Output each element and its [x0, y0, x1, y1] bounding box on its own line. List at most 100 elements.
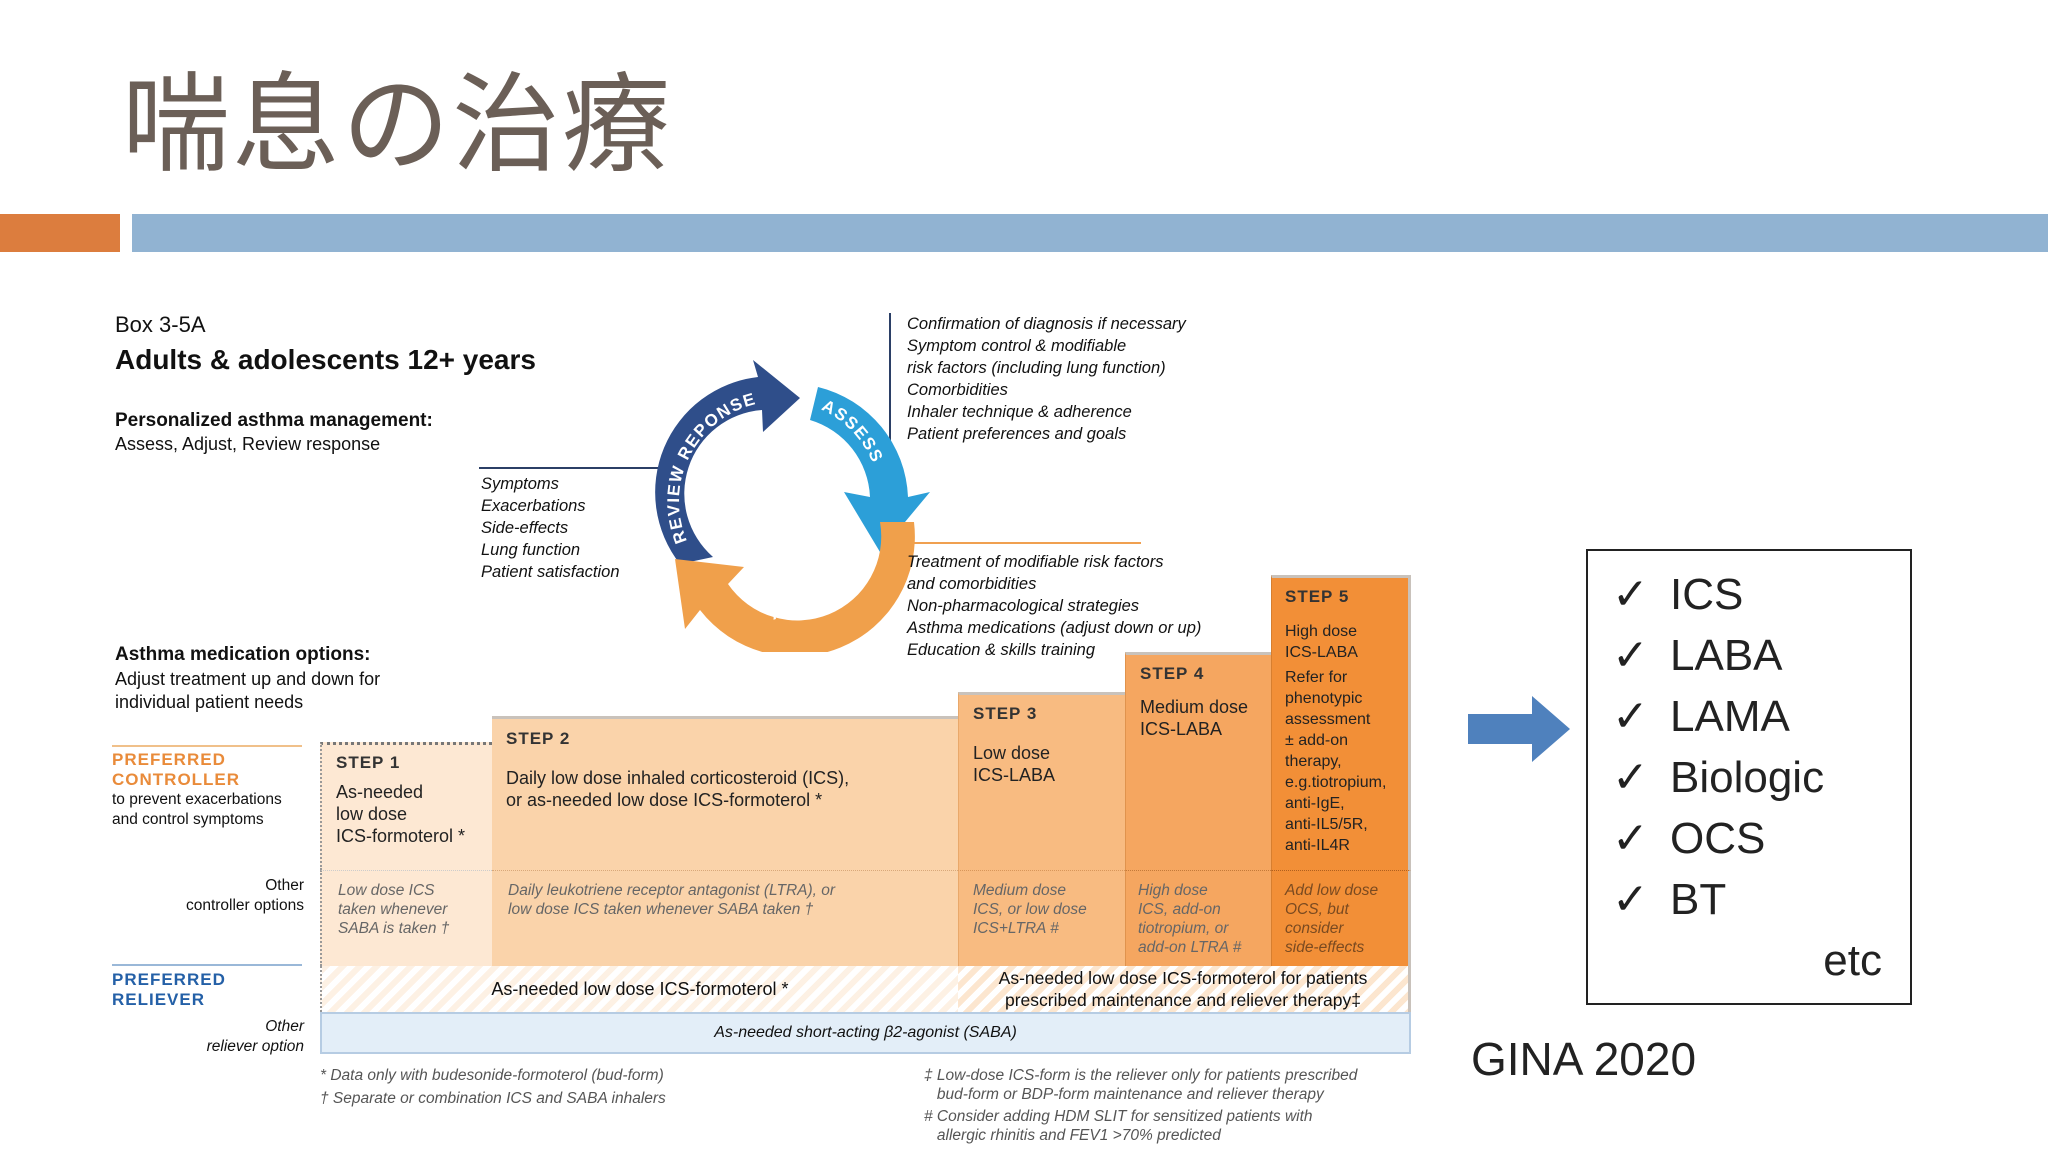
review-item: Lung function — [481, 541, 581, 559]
footnote: # Consider adding HDM SLIT for sensitize… — [924, 1108, 1313, 1125]
step-2-other-text: Daily leukotriene receptor antagonist (L… — [508, 881, 942, 919]
adjust-item: Education & skills training — [907, 641, 1096, 659]
pref-controller-sub1: to prevent exacerbations — [112, 791, 282, 808]
divider — [112, 964, 302, 966]
checklist-item-label: ICS — [1670, 570, 1744, 619]
step-5-main-line: e.g.tiotropium, — [1285, 774, 1387, 791]
step-1-other-line: SABA is taken † — [338, 920, 450, 937]
step-4-other: High dose ICS, add-on tiotropium, or add… — [1125, 870, 1271, 966]
other-reliever-text: As-needed short-acting β2-agonist (SABA) — [714, 1024, 1017, 1041]
checklist-item: ✓ICS — [1612, 569, 1743, 620]
other-rel-line2: reliever option — [206, 1038, 304, 1055]
preferred-reliever-label: PREFERRED RELIEVER — [112, 970, 226, 1010]
step-5-other-line: OCS, but — [1285, 901, 1349, 918]
divider — [112, 745, 302, 747]
step-2-main: Daily low dose inhaled corticosteroid (I… — [506, 767, 944, 811]
checklist-item-label: Biologic — [1670, 753, 1825, 802]
review-arrow — [655, 360, 800, 564]
step-1-main-line: ICS-formoterol * — [336, 826, 466, 846]
checkmark-icon: ✓ — [1612, 692, 1649, 741]
review-item: Side-effects — [481, 519, 569, 537]
footnote: * Data only with budesonide-formoterol (… — [320, 1067, 664, 1084]
box-label: Box 3-5A — [115, 312, 206, 337]
step-5-main-line: High dose — [1285, 623, 1358, 640]
step-5-label: STEP 5 — [1285, 587, 1350, 606]
checklist-item-label: BT — [1670, 875, 1727, 924]
step-5-main-line: Refer for — [1285, 669, 1348, 686]
step-4-label: STEP 4 — [1140, 664, 1205, 683]
footnote: bud-form or BDP-form maintenance and rel… — [924, 1086, 1324, 1103]
other-rel-line1: Other — [265, 1018, 304, 1035]
step-3-main-line: Low dose — [973, 743, 1051, 763]
step-3-main-line: ICS-LABA — [973, 765, 1056, 785]
footnote: allergic rhinitis and FEV1 >70% predicte… — [924, 1127, 1221, 1144]
reliever-steps-3-5-line: prescribed maintenance and reliever ther… — [1004, 990, 1362, 1010]
step-3-main: Low dose ICS-LABA — [973, 742, 1111, 786]
step-3-other-line: Medium dose — [973, 882, 1067, 899]
management-cycle-diagram: REVIEW REPONSE ASSESS ADJUST — [655, 360, 930, 652]
step-1-other-text: Low dose ICS taken whenever SABA is take… — [338, 881, 476, 938]
review-item: Exacerbations — [481, 497, 586, 515]
step-1-main-line: As-needed — [336, 782, 424, 802]
step-1-main-line: low dose — [336, 804, 408, 824]
step-5-main-line: anti-IgE, — [1285, 795, 1345, 812]
step-4-main-line: Medium dose — [1140, 697, 1249, 717]
checkmark-icon: ✓ — [1612, 753, 1649, 802]
other-reliever-label: Other reliever option — [112, 1017, 304, 1057]
pref-controller-line2: CONTROLLER — [112, 770, 241, 789]
pref-reliever-line2: RELIEVER — [112, 990, 206, 1009]
review-item: Symptoms — [481, 475, 559, 493]
pref-controller-sub2: and control symptoms — [112, 811, 264, 828]
step-1-other: Low dose ICS taken whenever SABA is take… — [320, 870, 492, 966]
step-5-main-line: therapy, — [1285, 753, 1342, 770]
assess-item: Patient preferences and goals — [907, 425, 1127, 443]
checklist-item-label: OCS — [1670, 814, 1766, 863]
step-1-label: STEP 1 — [336, 753, 401, 772]
adjust-arrow — [675, 522, 915, 652]
pref-reliever-line1: PREFERRED — [112, 970, 226, 989]
step-1-other-line: taken whenever — [338, 901, 448, 918]
step-5-other-line: consider — [1285, 920, 1344, 937]
review-list: Symptoms Exacerbations Side-effects Lung… — [481, 473, 620, 583]
step-5-other-line: side-effects — [1285, 939, 1365, 956]
step-5-main-line: ICS-LABA — [1285, 644, 1358, 661]
step-2-main-line: Daily low dose inhaled corticosteroid (I… — [506, 768, 850, 788]
checkmark-icon: ✓ — [1612, 875, 1649, 924]
assess-item: Confirmation of diagnosis if necessary — [907, 315, 1186, 333]
adjust-item: Treatment of modifiable risk factors — [907, 553, 1164, 571]
adjust-connector-line — [903, 542, 1141, 544]
checklist-item: ✓LAMA — [1612, 691, 1790, 742]
step-5-main-line: anti-IL4R — [1285, 837, 1350, 854]
step-2-other-line: Daily leukotriene receptor antagonist (L… — [508, 882, 836, 899]
assess-item: risk factors (including lung function) — [907, 359, 1166, 377]
footnotes-left: * Data only with budesonide-formoterol (… — [320, 1066, 666, 1108]
step-3-other-text: Medium dose ICS, or low dose ICS+LTRA # — [973, 881, 1111, 938]
step-5-main-line: anti-IL5/5R, — [1285, 816, 1368, 833]
other-controller-label: Other controller options — [112, 876, 304, 916]
step-3-other: Medium dose ICS, or low dose ICS+LTRA # — [958, 870, 1125, 966]
step-4-other-line: tiotropium, or — [1138, 920, 1229, 937]
step-1-other-line: Low dose ICS — [338, 882, 435, 899]
step-5-main-line: ± add-on — [1285, 732, 1349, 749]
step-4-controller: STEP 4 Medium dose ICS-LABA — [1125, 652, 1271, 870]
checklist-item: ✓ BT — [1612, 874, 1726, 925]
accent-bar-orange — [0, 214, 120, 252]
step-2-other: Daily leukotriene receptor antagonist (L… — [492, 870, 958, 966]
assess-list: Confirmation of diagnosis if necessary S… — [907, 313, 1186, 445]
adjust-item: Non-pharmacological strategies — [907, 597, 1140, 615]
step-2-controller: STEP 2 Daily low dose inhaled corticoste… — [492, 716, 958, 870]
review-connector-line — [479, 467, 664, 469]
source-label: GINA 2020 — [1471, 1033, 1697, 1085]
step-1-controller: STEP 1 As-needed low dose ICS-formoterol… — [320, 742, 492, 870]
preferred-controller-label: PREFERRED CONTROLLER to prevent exacerba… — [112, 750, 282, 830]
step-5-main: High dose ICS-LABA Refer for phenotypic … — [1285, 621, 1395, 856]
other-ctrl-line1: Other — [265, 877, 304, 894]
step-3-controller: STEP 3 Low dose ICS-LABA — [958, 692, 1125, 870]
footnote: ‡ Low-dose ICS-form is the reliever only… — [924, 1067, 1358, 1084]
assess-connector-line — [889, 313, 891, 443]
pm-subtitle: Assess, Adjust, Review response — [115, 434, 381, 454]
other-ctrl-line2: controller options — [185, 897, 304, 914]
step-5-main-line: assessment — [1285, 711, 1371, 728]
reliever-steps-1-2: As-needed low dose ICS-formoterol * — [320, 966, 958, 1012]
step-4-other-line: High dose — [1138, 882, 1208, 899]
